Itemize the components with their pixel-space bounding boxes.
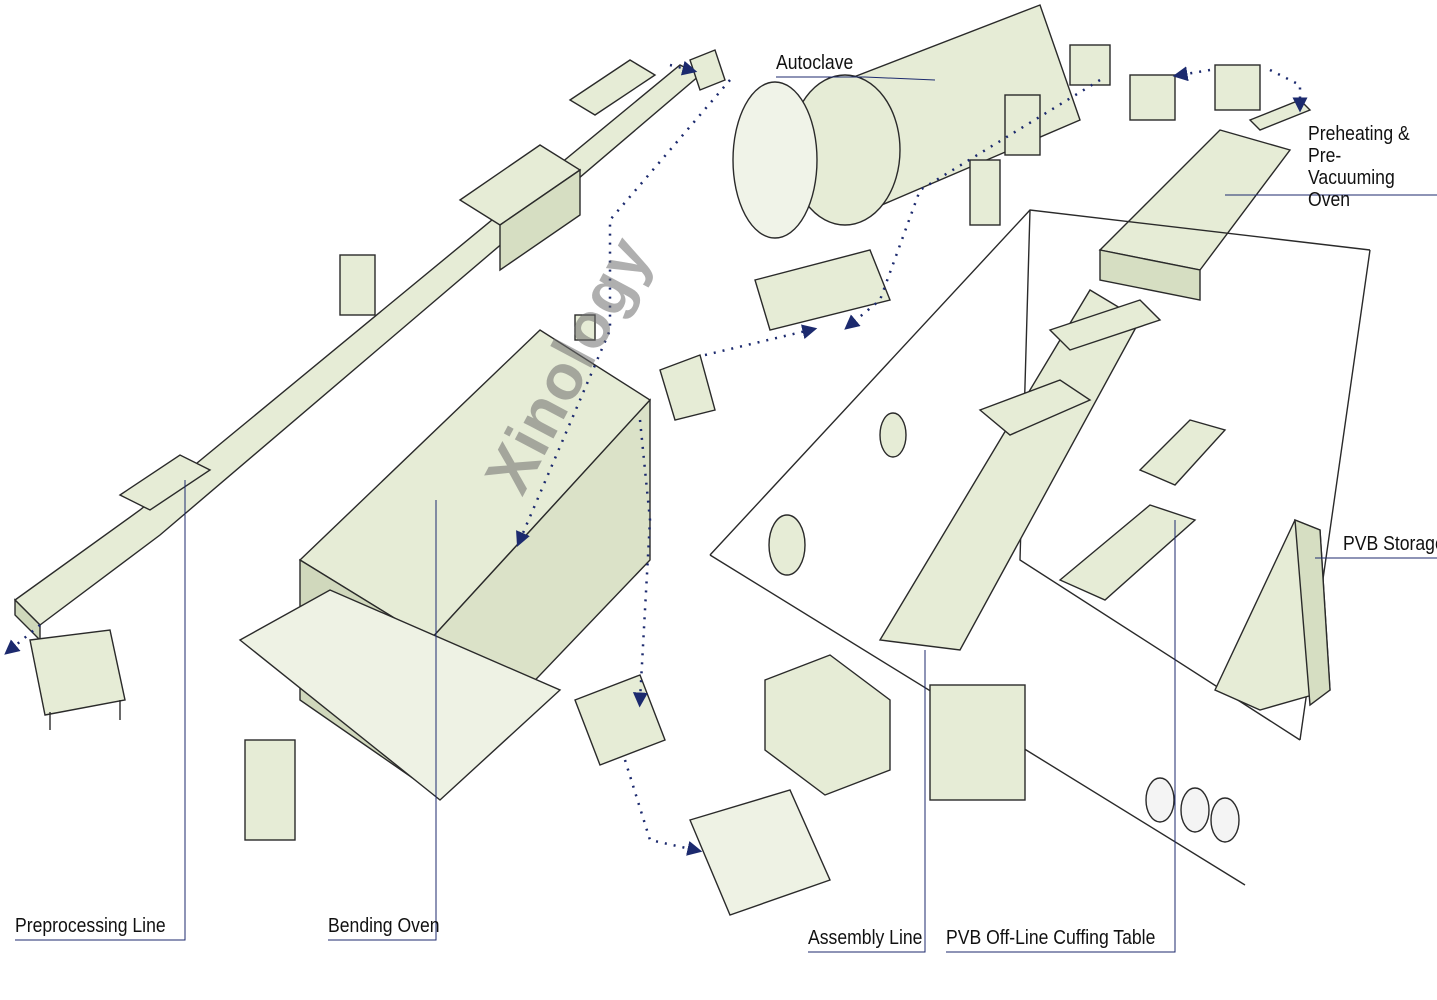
label-preheating-oven: Preheating & Pre-Vacuuming Oven — [1308, 123, 1410, 211]
label-pvb-cuffing-table: PVB Off-Line Cuffing Table — [946, 927, 1156, 949]
autoclave-machine — [732, 4, 1111, 331]
assembly-line-machine — [689, 289, 1162, 916]
label-preprocessing-line: Preprocessing Line — [15, 915, 166, 937]
preheating-oven-machine — [1098, 64, 1312, 301]
bending-oven-machine — [238, 314, 652, 841]
label-pvb-storage: PVB Storage — [1343, 533, 1437, 555]
cleanroom-walls — [709, 209, 1371, 886]
pvb-cuffing-table — [1058, 419, 1227, 601]
pvb-storage-boxes — [1145, 518, 1331, 843]
label-bending-oven: Bending Oven — [328, 915, 440, 937]
material-flow-arrows — [4, 60, 1308, 856]
preprocessing-line-machine — [13, 59, 702, 730]
leader-lines — [15, 76, 1437, 953]
label-autoclave: Autoclave — [776, 52, 854, 74]
label-assembly-line: Assembly Line — [808, 927, 923, 949]
